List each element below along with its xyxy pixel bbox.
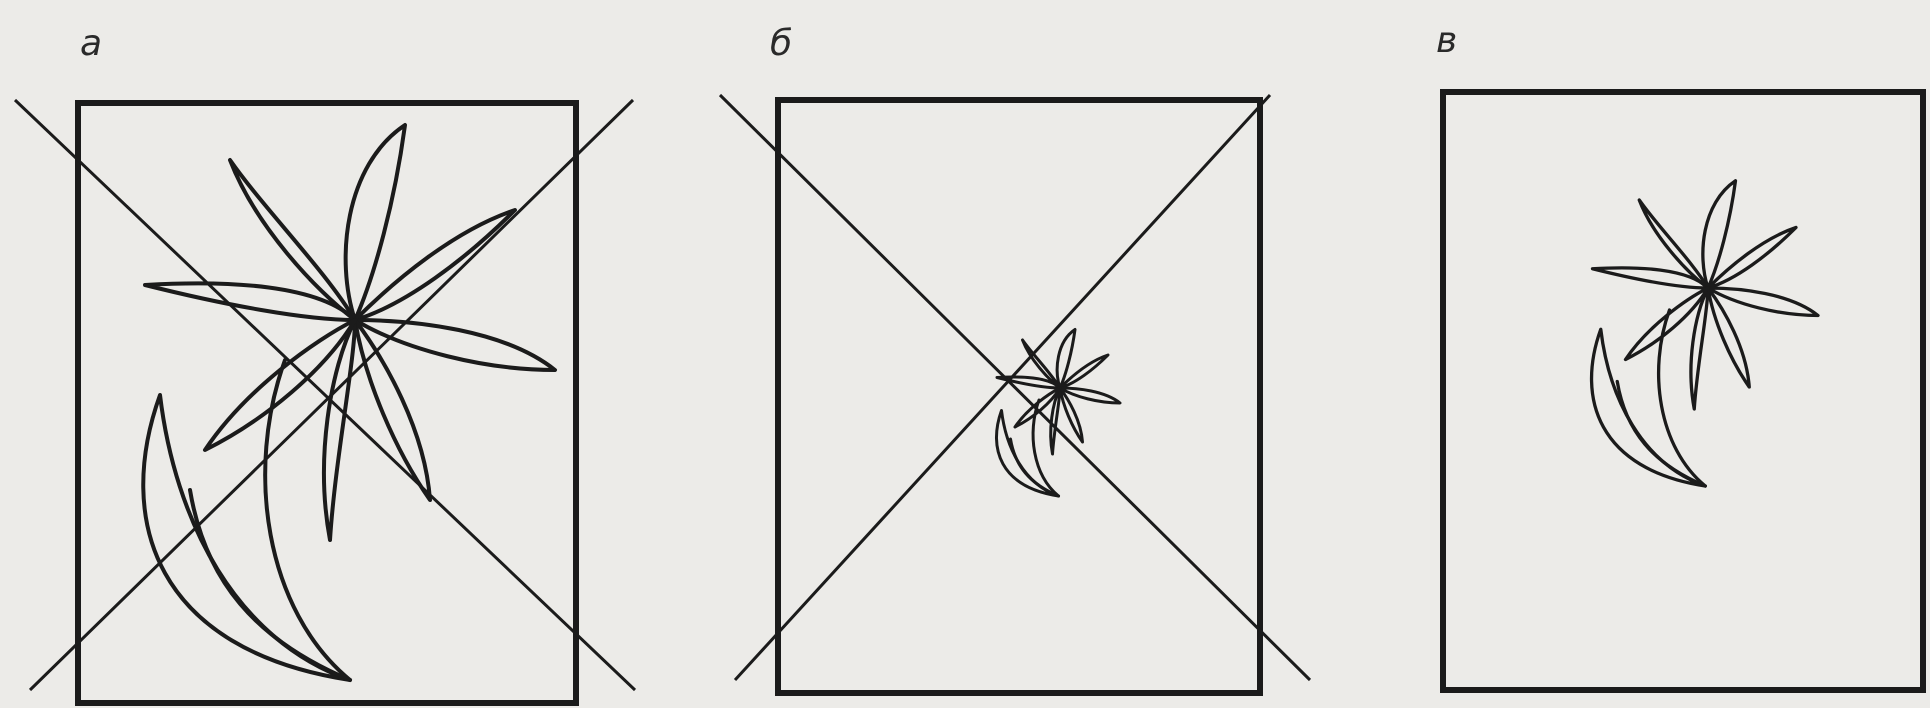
panel-c-frame: [1443, 92, 1923, 690]
panel-c-leaf-outline: [1592, 329, 1706, 486]
panel-a-cross-lines: [15, 100, 635, 690]
panel-c-flower: [1592, 181, 1818, 486]
panel-c-petal-4: [1708, 228, 1796, 289]
panel-a-petal-4: [355, 210, 515, 320]
panel-b-petal-3: [1057, 330, 1075, 389]
panel-a-label: а: [80, 23, 102, 64]
panel-a-flower-head: [145, 125, 555, 540]
panel-a-leaf-outline: [143, 395, 350, 680]
panel-a-petal-1: [145, 283, 355, 320]
panel-b-flower-head: [997, 330, 1120, 455]
panel-c-label: в: [1436, 20, 1457, 61]
panel-b-cross-lines: [720, 95, 1310, 680]
panel-c: в: [1436, 20, 1923, 690]
panel-a-petal-3: [346, 125, 405, 320]
panel-c-petal-2: [1639, 200, 1708, 288]
panel-a: а: [15, 23, 635, 703]
panel-a-flower: [143, 125, 555, 680]
panel-b-diagonal-1: [720, 95, 1310, 680]
panel-b-leaf: [996, 400, 1058, 496]
panel-b-frame: [778, 100, 1260, 693]
panel-b: б: [720, 23, 1310, 693]
panel-b-diagonal-2: [735, 95, 1270, 680]
panel-a-frame: [78, 103, 576, 703]
panel-b-label: б: [770, 23, 792, 64]
panel-c-flower-head: [1593, 181, 1819, 409]
panel-b-flower: [996, 330, 1120, 497]
panel-c-petal-3: [1703, 181, 1736, 288]
panel-c-leaf: [1592, 310, 1706, 486]
panel-a-petal-2: [230, 160, 355, 320]
panel-c-leaf-stem: [1659, 310, 1706, 486]
